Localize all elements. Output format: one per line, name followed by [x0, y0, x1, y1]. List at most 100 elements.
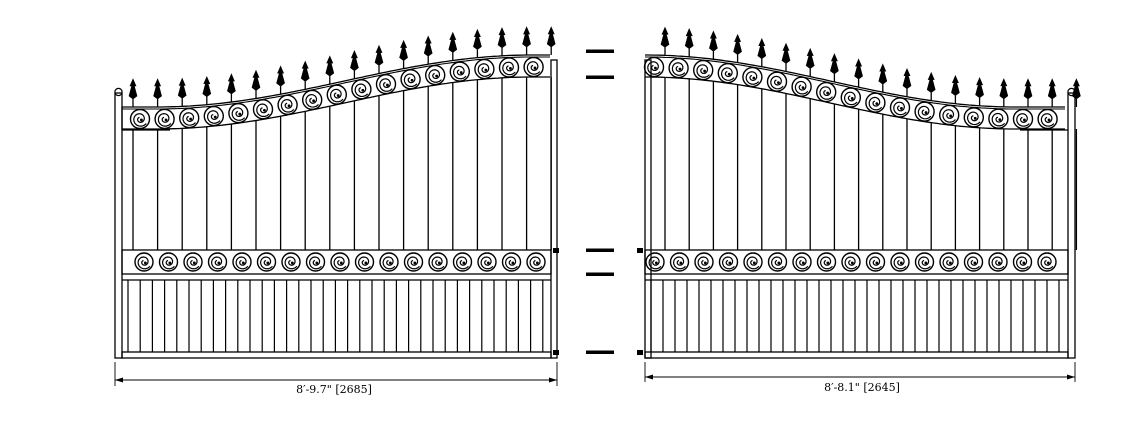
spear-finial — [251, 69, 261, 91]
top-rail-lower — [122, 76, 550, 130]
right-gate-leaf — [643, 26, 1081, 359]
dimension-lines — [114, 362, 1076, 386]
scroll-ornament — [256, 252, 277, 272]
scroll-ornament — [643, 56, 665, 78]
scroll-ornament — [889, 97, 911, 118]
scroll-ornament — [305, 252, 326, 272]
hinge-set — [553, 49, 643, 355]
scroll-ornament — [1037, 252, 1057, 272]
scroll-ornament — [988, 252, 1008, 272]
dim-arrow — [549, 377, 557, 383]
scroll-ornament — [865, 92, 886, 113]
scroll-ornament — [766, 71, 788, 92]
scroll-ornament — [403, 252, 424, 272]
scroll-ornament — [178, 107, 200, 129]
right-gate-width-label: 8′-8.1" [2645] — [824, 381, 900, 394]
hinge-upper-bracket — [586, 75, 614, 79]
scroll-ornament — [914, 101, 935, 122]
scroll-ornament — [816, 81, 837, 103]
spear-finial — [276, 65, 285, 87]
scroll-ornament — [134, 252, 154, 272]
spear-finial — [1072, 78, 1081, 100]
spear-finial — [227, 73, 236, 95]
spear-finial — [350, 50, 359, 72]
scroll-ornament — [791, 76, 812, 97]
spear-finial — [374, 44, 384, 66]
scroll-ornament — [501, 252, 522, 272]
spear-finial — [546, 26, 556, 48]
scroll-ornament — [375, 73, 397, 95]
scroll-ornament — [354, 252, 375, 272]
scroll-ornament — [203, 105, 225, 127]
spear-finial — [805, 47, 815, 69]
scroll-ornament — [428, 252, 448, 272]
spear-finial — [497, 27, 507, 49]
mid-scroll-band — [121, 249, 552, 275]
scroll-ornament — [425, 64, 446, 86]
scroll-ornament — [154, 108, 175, 130]
spear-finial — [854, 58, 863, 80]
top-rail — [122, 54, 550, 108]
hinge-knuckle — [637, 350, 643, 355]
scroll-ornament — [743, 252, 763, 272]
hinge-knuckle — [553, 350, 559, 355]
spear-finial — [522, 26, 531, 48]
scroll-ornament — [914, 252, 935, 272]
scroll-ornament — [400, 69, 421, 90]
spear-finial — [902, 67, 912, 90]
spear-finial — [830, 53, 839, 75]
scroll-ornament — [816, 252, 837, 272]
scroll-ornament — [158, 252, 179, 272]
hinge-lower-bracket — [586, 272, 614, 276]
scroll-ornament — [326, 84, 347, 105]
scroll-ornament — [449, 61, 470, 82]
hinge-bottom-bracket — [586, 350, 614, 354]
spear-finial — [999, 78, 1009, 100]
scroll-ornament — [742, 66, 763, 88]
spear-finial — [399, 39, 408, 62]
scroll-ornament — [302, 89, 323, 111]
scroll-ornament — [252, 99, 274, 120]
left-end-post — [114, 92, 123, 359]
scroll-ornament — [207, 252, 228, 272]
scroll-ornament — [129, 108, 151, 130]
spear-finial — [781, 42, 791, 64]
scroll-ornament — [1012, 108, 1034, 130]
scroll-ornament — [452, 252, 473, 272]
scroll-ornament — [477, 252, 497, 272]
hinge-mid-bracket — [586, 248, 614, 252]
left-latch-post — [550, 59, 558, 359]
hinge-knuckle — [553, 248, 559, 253]
spear-finial — [684, 28, 694, 50]
scroll-ornament — [939, 104, 960, 126]
scroll-ornament — [668, 57, 689, 79]
scroll-ornament — [890, 252, 910, 272]
spear-finial — [951, 74, 960, 97]
spear-finial — [128, 78, 138, 100]
scroll-ornament — [840, 87, 861, 108]
right-hinge-post — [644, 59, 652, 359]
scroll-ornament — [526, 252, 546, 272]
bottom-rail — [121, 351, 552, 359]
scroll-ornament — [183, 252, 203, 272]
hinge-knuckle — [637, 248, 643, 253]
spear-finial — [300, 60, 310, 82]
scroll-ornament — [379, 252, 399, 272]
scroll-ornament — [351, 79, 372, 100]
spear-finial — [975, 77, 984, 99]
spear-finial — [709, 30, 718, 52]
left-gate-leaf — [114, 26, 558, 359]
scroll-ornament — [1012, 252, 1033, 272]
spear-finial — [153, 78, 162, 100]
spear-finial — [177, 77, 187, 99]
dim-arrow — [1067, 374, 1075, 380]
scroll-ornament — [767, 252, 788, 272]
scroll-ornament — [523, 56, 544, 78]
scroll-ornament — [841, 252, 861, 272]
top-rail-lower — [645, 76, 1065, 130]
scroll-ornament — [498, 57, 520, 78]
scroll-ornament — [228, 102, 249, 124]
scroll-ornament — [792, 252, 812, 272]
spear-finial — [1023, 78, 1033, 100]
